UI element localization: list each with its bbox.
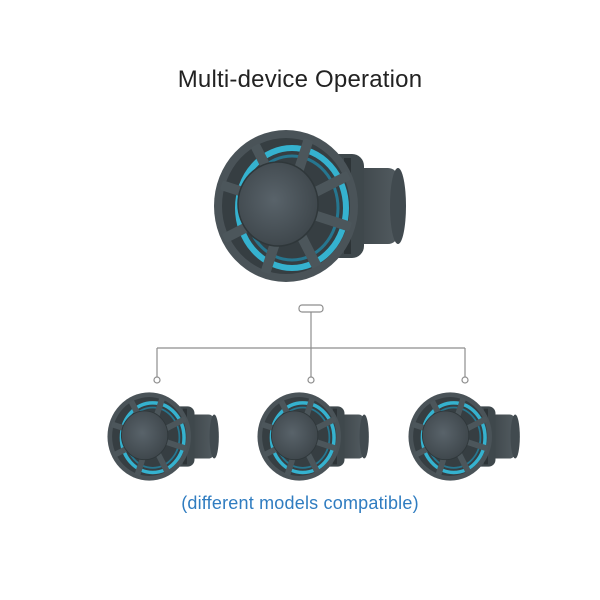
- connected-wave-pump-icon-2: [255, 390, 370, 483]
- node-right: [461, 376, 469, 384]
- connected-wave-pump-icon-1: [105, 390, 220, 483]
- page-title: Multi-device Operation: [177, 66, 423, 93]
- node-middle: [307, 376, 315, 384]
- main-wave-pump-icon: [208, 126, 408, 286]
- connected-wave-pump-icon-3: [406, 390, 521, 483]
- node-left: [153, 376, 161, 384]
- hub-connector-icon: [298, 304, 324, 313]
- compatibility-caption: (different models compatible): [181, 493, 419, 513]
